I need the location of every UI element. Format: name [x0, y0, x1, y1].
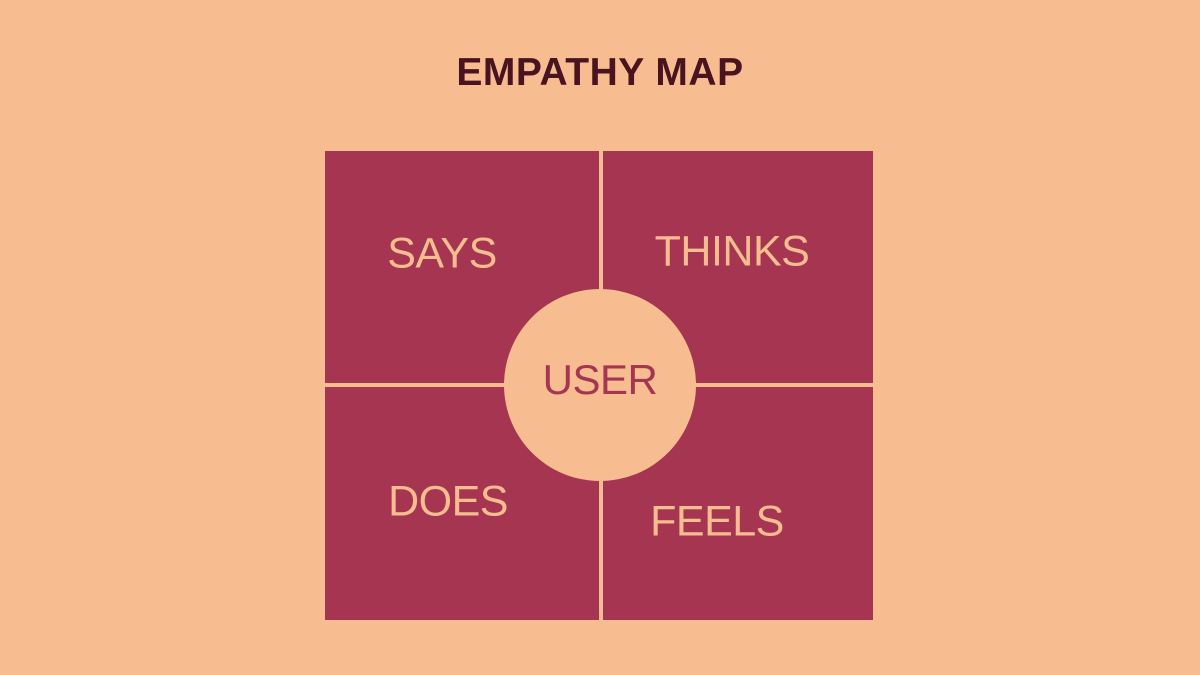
quadrant-label-does: DOES	[388, 477, 508, 526]
quadrant-label-says: SAYS	[387, 229, 497, 278]
user-circle: USER	[504, 289, 696, 481]
empathy-map-grid: SAYS THINKS DOES FEELS USER	[325, 151, 873, 620]
page-title: EMPATHY MAP	[456, 51, 744, 94]
quadrant-label-thinks: THINKS	[654, 227, 810, 276]
quadrant-label-feels: FEELS	[650, 497, 784, 546]
center-label: USER	[542, 356, 658, 403]
